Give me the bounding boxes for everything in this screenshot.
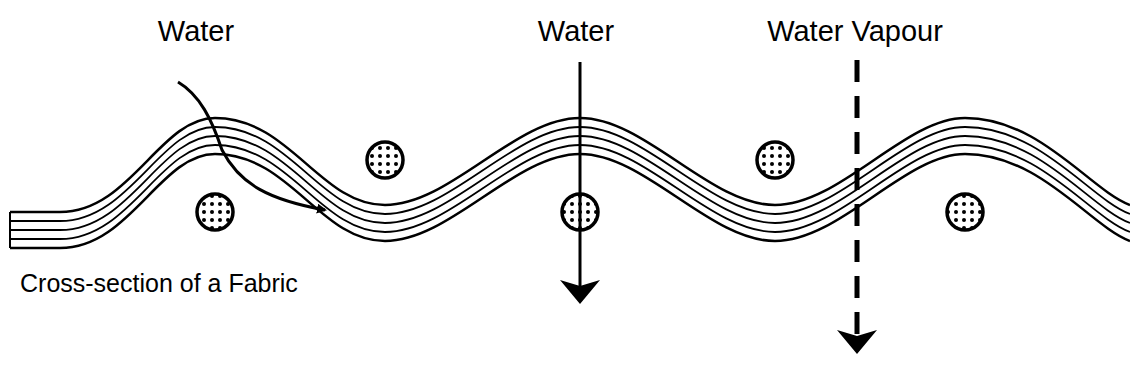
deflected-water-arrow	[178, 82, 325, 210]
fabric-band	[10, 118, 1130, 248]
fabric-caption-label: Cross-section of a Fabric	[20, 270, 298, 298]
water-arrow	[579, 62, 582, 300]
fibre-circles	[197, 142, 983, 230]
water-vapour-arrow	[855, 60, 860, 350]
water-vapour-label: Water Vapour	[767, 16, 943, 48]
water-label: Water	[538, 16, 614, 48]
water-label: Water	[158, 16, 234, 48]
